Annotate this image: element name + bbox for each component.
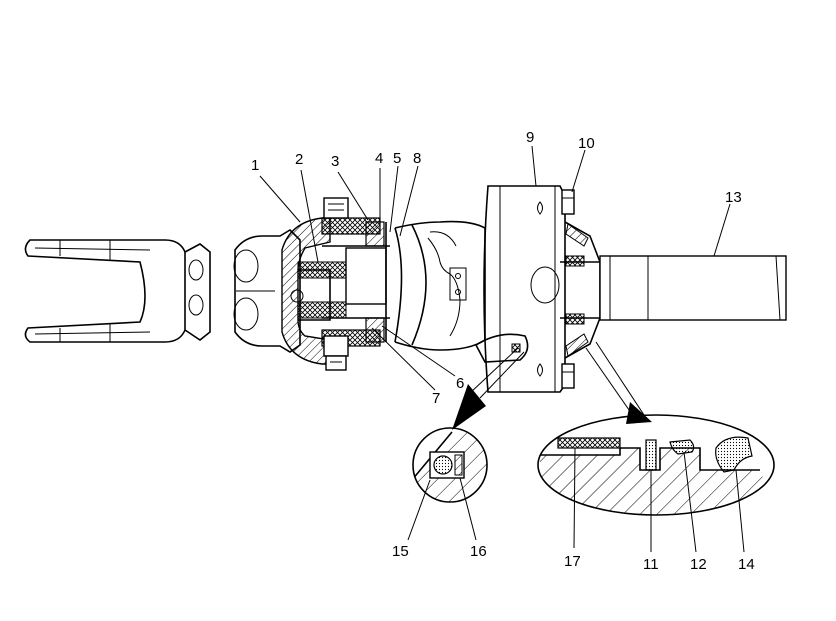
grease-nipple-top — [323, 197, 349, 219]
callout-12: 12 — [690, 556, 707, 573]
clutch-housing — [474, 185, 566, 393]
inner-yoke-housing — [281, 217, 347, 365]
callout-13: 13 — [725, 189, 742, 206]
callout-17: 17 — [564, 553, 581, 570]
hub-and-seals — [560, 221, 601, 359]
detail-circle-left — [412, 347, 525, 503]
spring-coil — [394, 220, 486, 351]
callout-4: 4 — [375, 150, 383, 167]
callout-1: 1 — [251, 157, 259, 174]
callout-15: 15 — [392, 543, 409, 560]
callout-labels: 1 2 3 4 5 8 9 10 13 6 7 15 16 17 11 12 1… — [251, 129, 755, 573]
output-shaft-tube — [599, 255, 787, 321]
grease-nipple-bottom — [323, 335, 349, 371]
callout-16: 16 — [470, 543, 487, 560]
sleeve-bushing — [321, 217, 390, 347]
leader-lines — [259, 145, 745, 553]
callout-8: 8 — [413, 150, 421, 167]
flange-bolt-top — [561, 189, 575, 215]
callout-7: 7 — [432, 390, 440, 407]
callout-14: 14 — [738, 556, 755, 573]
outer-yoke — [24, 239, 211, 343]
flange-bolt-bottom — [561, 363, 575, 389]
callout-5: 5 — [393, 150, 401, 167]
callout-11: 11 — [643, 556, 659, 573]
callout-10: 10 — [578, 135, 595, 152]
detail-ellipse-right — [537, 341, 775, 516]
callout-3: 3 — [331, 153, 339, 170]
callout-6: 6 — [456, 375, 464, 392]
callout-9: 9 — [526, 129, 534, 146]
callout-2: 2 — [295, 151, 303, 168]
